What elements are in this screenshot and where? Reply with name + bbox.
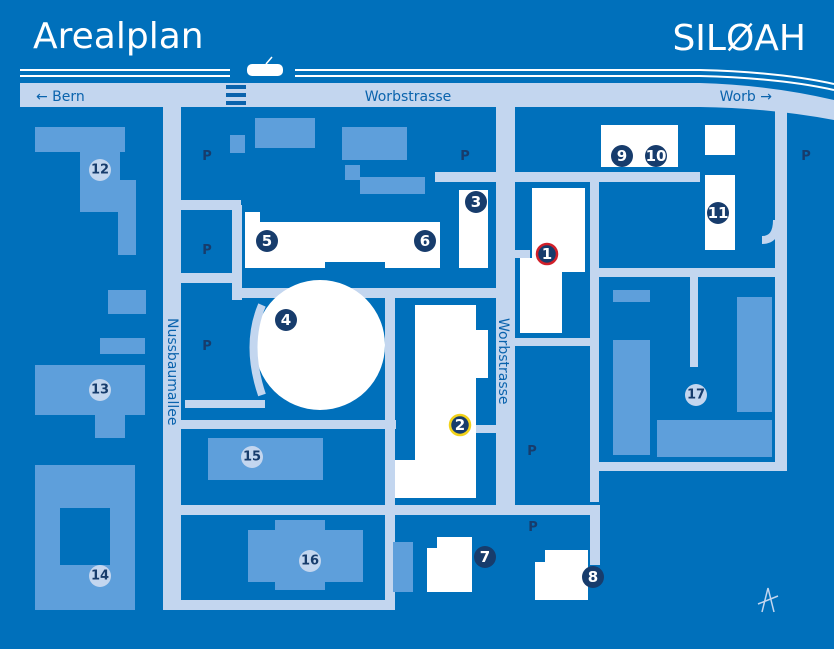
svg-text:P: P	[528, 520, 538, 535]
svg-text:12: 12	[91, 163, 109, 178]
svg-text:6: 6	[420, 232, 430, 250]
direction-worb: Worb →	[720, 89, 773, 105]
tram-line	[20, 69, 834, 91]
svg-text:7: 7	[480, 548, 490, 566]
marker-4[interactable]: 4	[275, 309, 297, 331]
marker-7[interactable]: 7	[474, 546, 496, 568]
street-nussbaumallee: Nussbaumallee	[164, 318, 180, 426]
marker-3[interactable]: 3	[465, 191, 487, 213]
svg-text:13: 13	[91, 383, 109, 398]
marker-10[interactable]: 10	[645, 145, 667, 167]
svg-text:17: 17	[687, 388, 705, 403]
tram-stop-icon	[226, 85, 246, 105]
svg-text:P: P	[460, 149, 470, 164]
marker-5[interactable]: 5	[256, 230, 278, 252]
marker-9[interactable]: 9	[611, 145, 633, 167]
marker-11[interactable]: 11	[707, 202, 729, 224]
parking-labels: P P P P P P P	[202, 149, 811, 535]
svg-text:2: 2	[455, 416, 465, 434]
street-worbstrasse-side: Worbstrasse	[495, 318, 511, 405]
svg-text:3: 3	[471, 193, 481, 211]
marker-8[interactable]: 8	[582, 566, 604, 588]
marker-2[interactable]: 2	[448, 413, 472, 437]
svg-text:16: 16	[301, 554, 319, 569]
svg-text:P: P	[202, 149, 212, 164]
roads	[20, 83, 834, 610]
marker-14[interactable]: 14	[89, 565, 111, 587]
svg-text:8: 8	[588, 568, 598, 586]
brand-logo: SILØAH	[672, 18, 806, 59]
north-arrow-icon	[757, 587, 779, 613]
svg-text:P: P	[202, 339, 212, 354]
svg-text:1: 1	[542, 245, 552, 263]
svg-text:P: P	[527, 444, 537, 459]
marker-12[interactable]: 12	[89, 159, 111, 181]
tram-icon	[247, 56, 283, 76]
svg-text:P: P	[202, 243, 212, 258]
svg-text:10: 10	[646, 147, 667, 165]
marker-17[interactable]: 17	[685, 384, 707, 406]
map-title: Arealplan	[33, 16, 204, 57]
svg-text:14: 14	[91, 569, 109, 584]
marker-1[interactable]: 1	[535, 242, 559, 266]
svg-text:15: 15	[243, 450, 261, 465]
street-worbstrasse: Worbstrasse	[365, 89, 452, 105]
svg-text:4: 4	[281, 311, 291, 329]
marker-15[interactable]: 15	[241, 446, 263, 468]
svg-text:11: 11	[708, 204, 729, 222]
svg-text:P: P	[801, 149, 811, 164]
marker-16[interactable]: 16	[299, 550, 321, 572]
svg-text:9: 9	[617, 147, 627, 165]
direction-bern: ← Bern	[36, 89, 85, 105]
marker-6[interactable]: 6	[414, 230, 436, 252]
marker-13[interactable]: 13	[89, 379, 111, 401]
svg-text:5: 5	[262, 232, 272, 250]
